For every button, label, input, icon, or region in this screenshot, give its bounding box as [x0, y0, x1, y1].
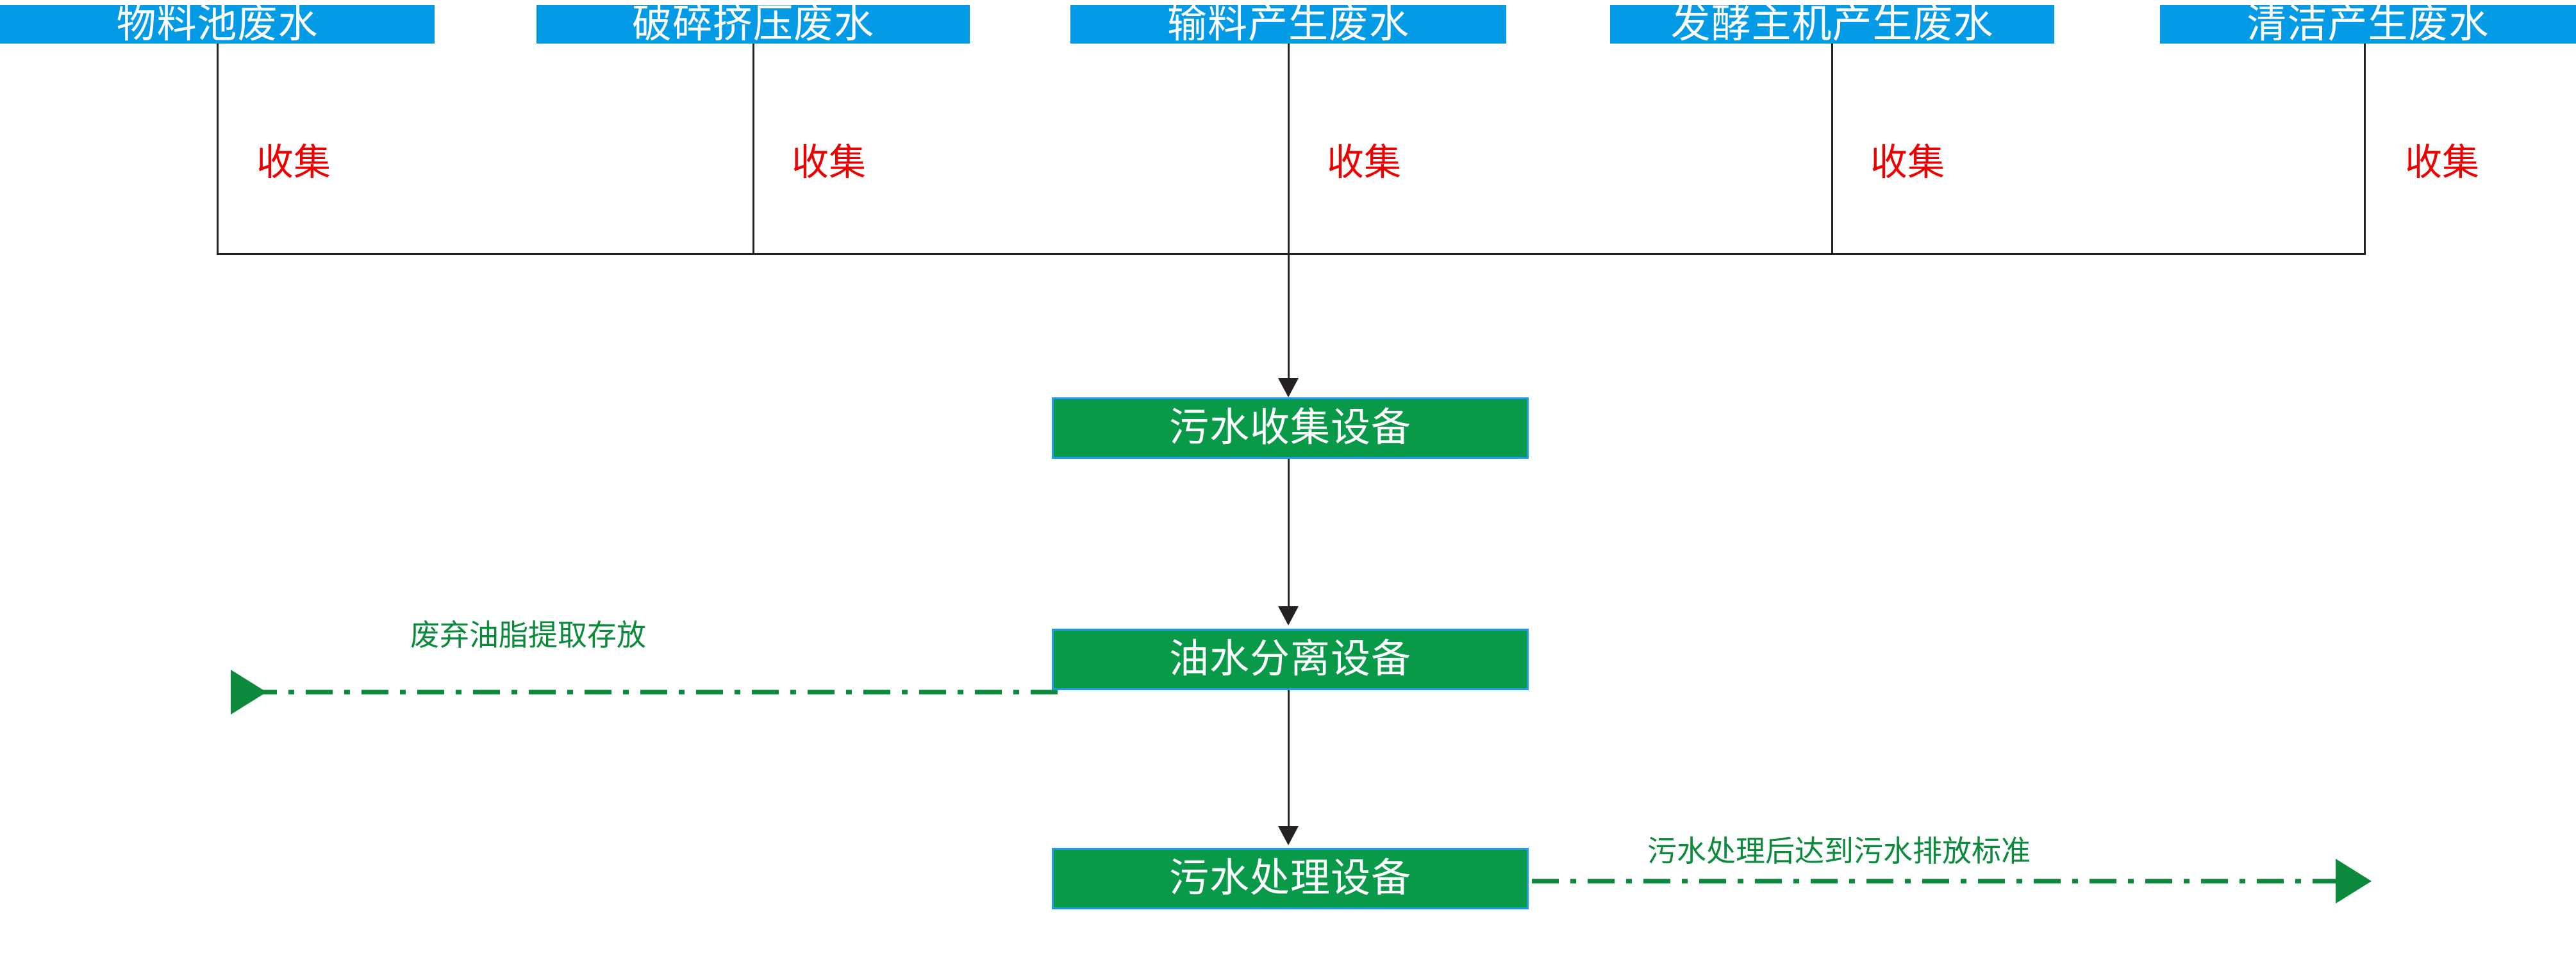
equipment-box-label: 油水分离设备	[1168, 637, 1411, 681]
connector-drop-4	[1831, 44, 1833, 255]
waste-oil-dashdot-arrow	[231, 670, 1058, 715]
arrowhead-to-separation	[1278, 606, 1299, 625]
connector-drop-5	[2364, 44, 2366, 255]
waste-oil-output-label: 废弃油脂提取存放	[410, 618, 646, 652]
collect-label-3: 收集	[1327, 142, 1402, 183]
equipment-box-wastewater-treatment[interactable]: 污水处理设备	[1052, 848, 1529, 909]
collect-label-4: 收集	[1870, 142, 1945, 183]
equipment-box-label: 污水处理设备	[1168, 856, 1411, 900]
source-box-label: 发酵主机产生废水	[1670, 2, 1994, 46]
source-box-label: 清洁产生废水	[2247, 2, 2489, 46]
collect-label-1: 收集	[256, 142, 331, 183]
source-box-feed-transport[interactable]: 输料产生废水	[1070, 2, 1506, 46]
arrowhead-to-collection	[1278, 378, 1299, 397]
source-box-fermentation-host[interactable]: 发酵主机产生废水	[1610, 2, 2054, 46]
connector-drop-1	[217, 44, 219, 255]
equipment-box-label: 污水收集设备	[1168, 406, 1411, 450]
source-box-crush-press[interactable]: 破碎挤压废水	[536, 2, 970, 46]
connector-collection-to-separation	[1288, 459, 1290, 608]
connector-drop-3	[1288, 44, 1290, 255]
discharge-standard-output-label: 污水处理后达到污水排放标准	[1647, 834, 2031, 868]
equipment-box-wastewater-collection[interactable]: 污水收集设备	[1052, 397, 1529, 459]
equipment-box-oil-water-separation[interactable]: 油水分离设备	[1052, 629, 1529, 690]
source-box-cleaning[interactable]: 清洁产生废水	[2160, 2, 2576, 46]
collect-label-2: 收集	[792, 142, 867, 183]
connector-separation-to-treatment	[1288, 690, 1290, 828]
discharge-standard-dashdot-arrow	[1532, 859, 2372, 904]
connector-bus-to-collection	[1288, 253, 1290, 381]
source-box-label: 输料产生废水	[1167, 2, 1409, 46]
connector-collection-bus	[217, 253, 2366, 255]
connector-drop-2	[752, 44, 754, 255]
source-box-label: 破碎挤压废水	[631, 2, 874, 46]
collect-label-5: 收集	[2405, 142, 2480, 183]
source-box-label: 物料池废水	[116, 2, 319, 46]
arrowhead-to-treatment	[1278, 826, 1299, 845]
source-box-material-pool[interactable]: 物料池废水	[0, 2, 435, 46]
